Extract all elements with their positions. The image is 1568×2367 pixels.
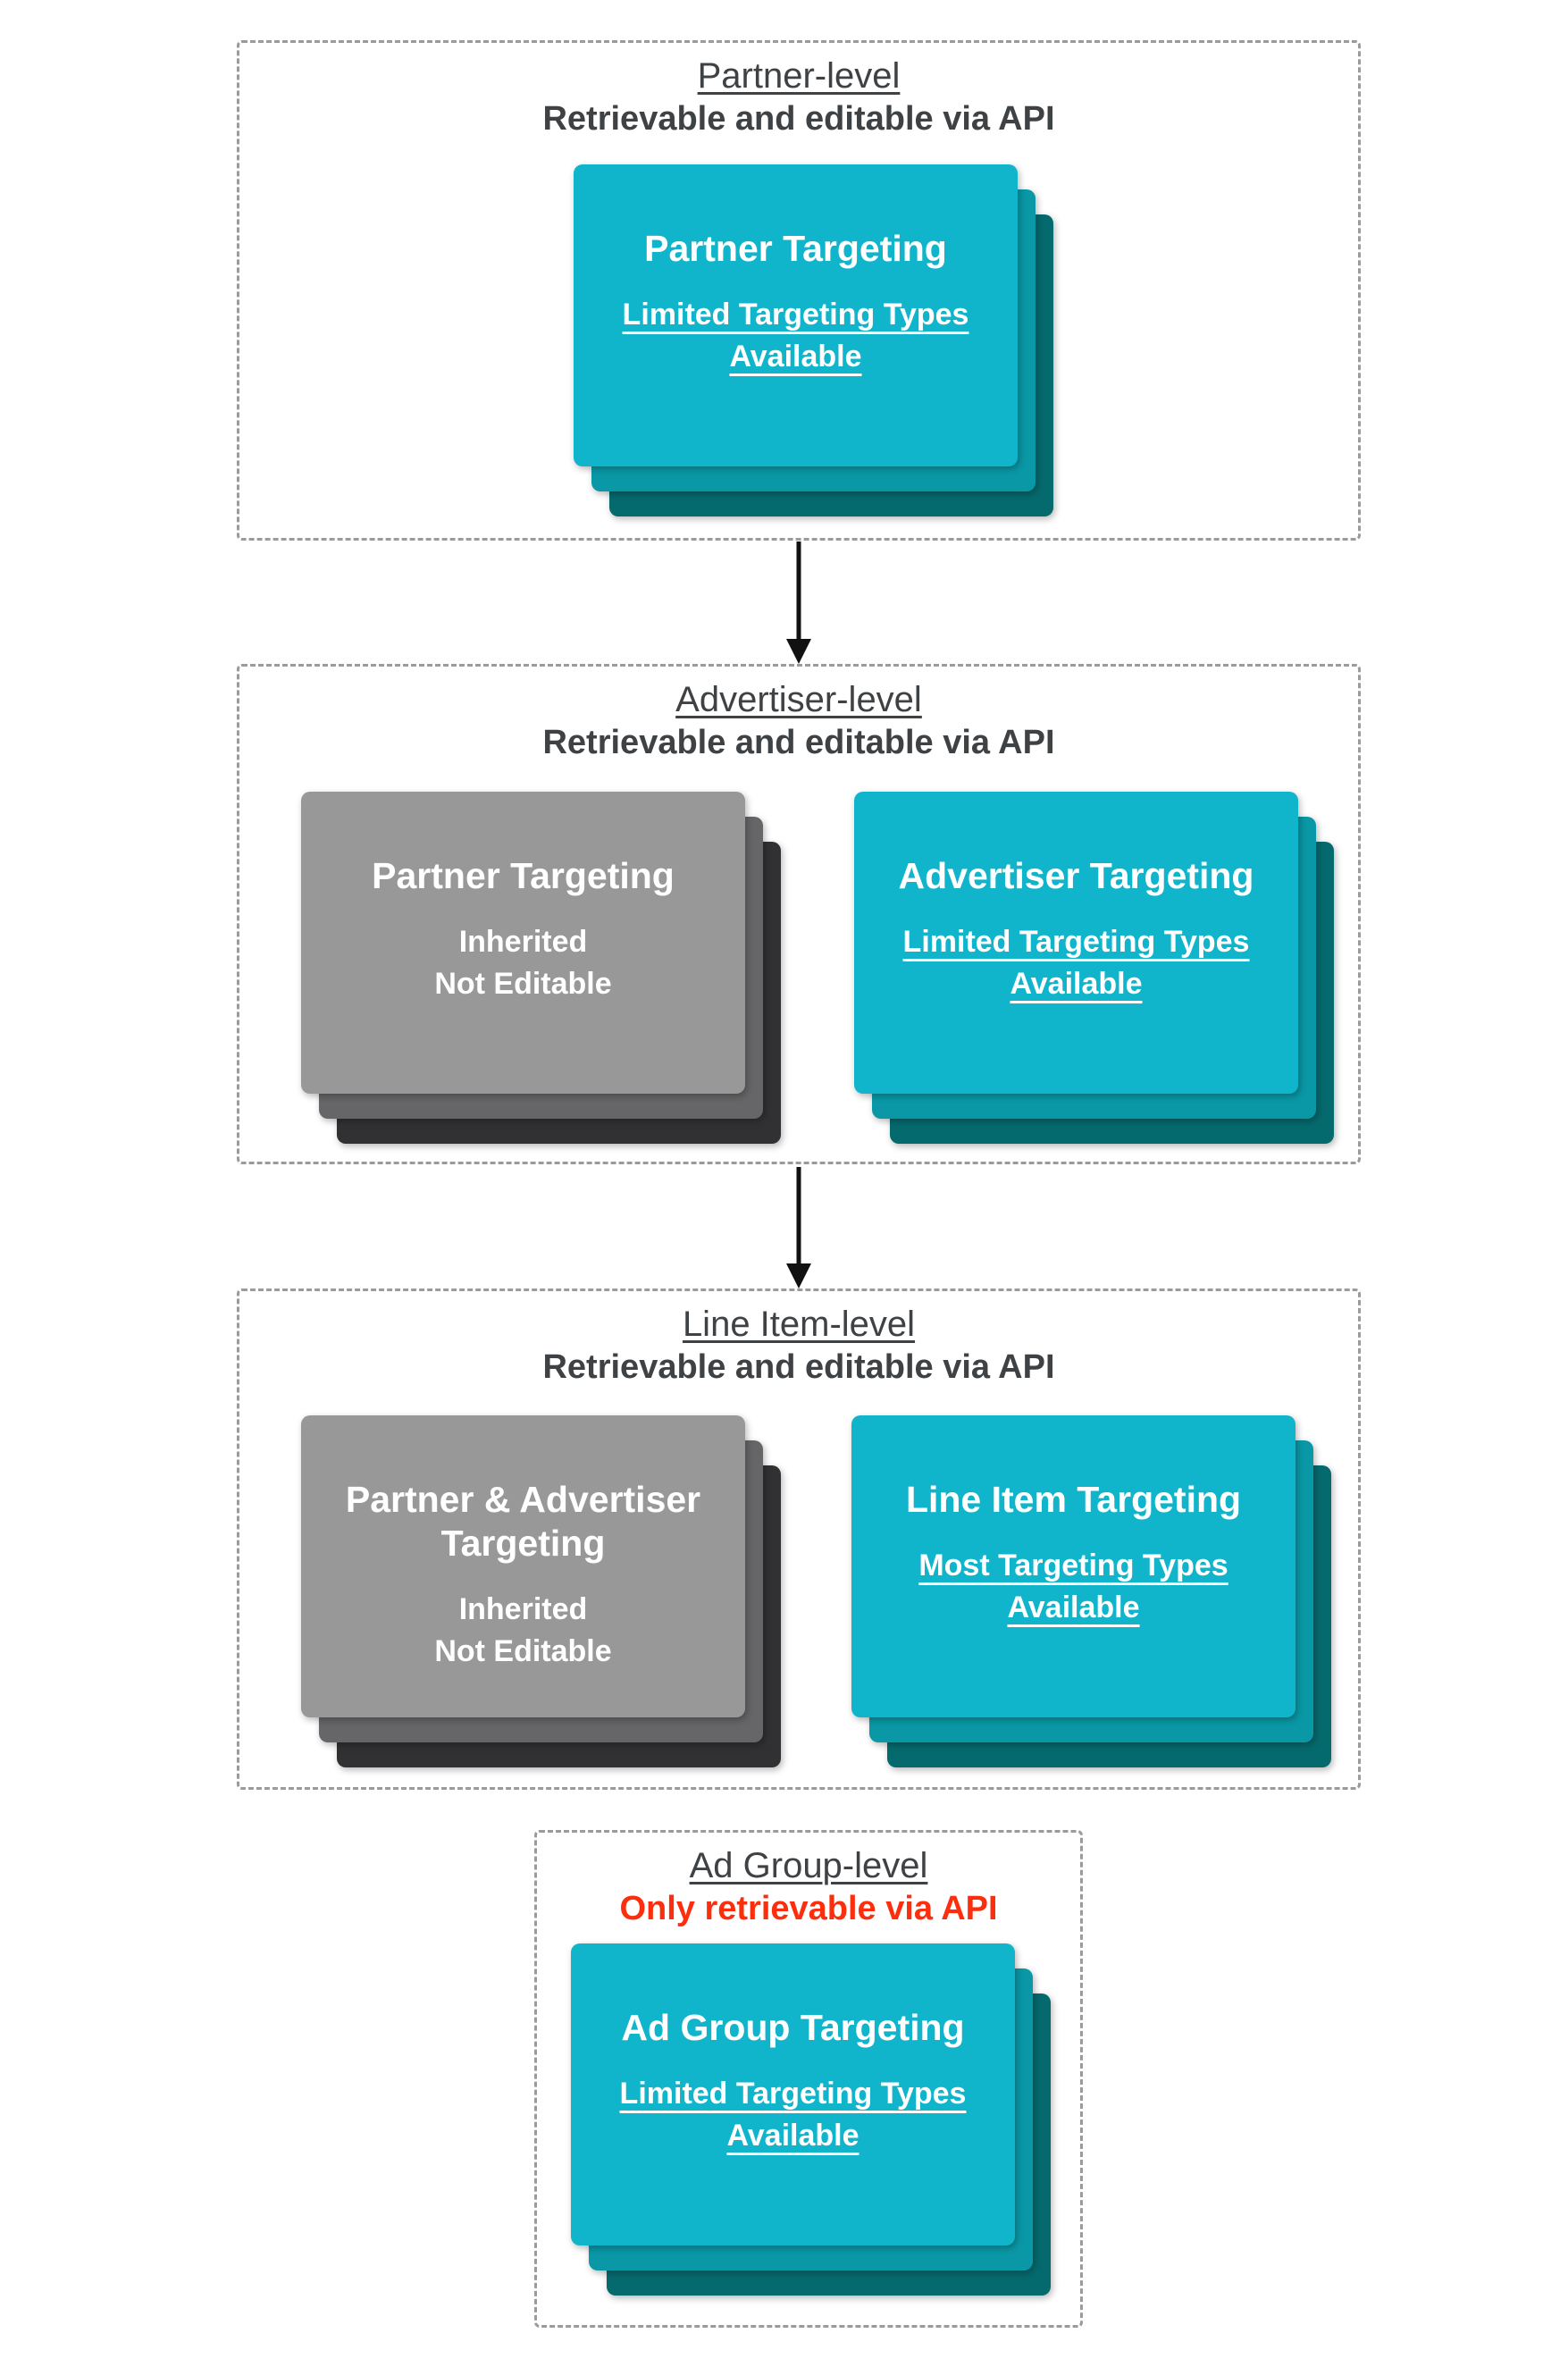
card-title: Partner Targeting (372, 855, 675, 896)
section-subtitle: Retrievable and editable via API (542, 1348, 1055, 1386)
arrow-shaft (796, 541, 801, 642)
arrow-shaft (796, 1167, 801, 1267)
card-note: Inherited Not Editable (434, 925, 612, 1001)
section-ad-group-level: Ad Group-level Only retrievable via API … (534, 1830, 1083, 2328)
card-stack-inherited-partner-advertiser-targeting: Partner & Advertiser Targeting Inherited… (301, 1415, 781, 1767)
card-title: Advertiser Targeting (898, 855, 1254, 896)
card-title: Partner Targeting (644, 228, 947, 269)
card-stack-ad-group-targeting: Ad Group Targeting Limited Targeting Typ… (571, 1943, 1051, 2296)
section-subtitle: Only retrievable via API (619, 1890, 998, 1927)
section-title: Line Item-level (682, 1305, 916, 1344)
card-note: Most Targeting Types Available (918, 1549, 1228, 1624)
down-arrow-partner-to-advertiser (785, 541, 812, 664)
section-line-item-level: Line Item-level Retrievable and editable… (237, 1288, 1361, 1790)
card-line-item-targeting: Line Item Targeting Most Targeting Types… (851, 1415, 1295, 1717)
card-stack-inherited-partner-targeting: Partner Targeting Inherited Not Editable (301, 792, 781, 1144)
card-note: Limited Targeting Types Available (619, 2077, 967, 2153)
card-note: Limited Targeting Types Available (902, 925, 1250, 1001)
card-stack-partner-targeting: Partner Targeting Limited Targeting Type… (574, 164, 1053, 516)
section-advertiser-level: Advertiser-level Retrievable and editabl… (237, 664, 1361, 1164)
section-subtitle: Retrievable and editable via API (542, 100, 1055, 138)
arrow-head-icon (786, 1263, 811, 1288)
card-stack-line-item-targeting: Line Item Targeting Most Targeting Types… (851, 1415, 1331, 1767)
card-note: Limited Targeting Types Available (622, 298, 969, 374)
card-partner-targeting-inherited: Partner Targeting Inherited Not Editable (301, 792, 745, 1094)
card-title: Line Item Targeting (905, 1479, 1242, 1520)
down-arrow-advertiser-to-line-item (785, 1167, 812, 1288)
card-partner-targeting: Partner Targeting Limited Targeting Type… (574, 164, 1018, 466)
section-partner-level: Partner-level Retrievable and editable v… (237, 40, 1361, 541)
card-stack-advertiser-targeting: Advertiser Targeting Limited Targeting T… (854, 792, 1334, 1144)
card-title: Partner & Advertiser Targeting (345, 1479, 701, 1564)
section-title: Partner-level (697, 56, 901, 96)
card-partner-advertiser-targeting-inherited: Partner & Advertiser Targeting Inherited… (301, 1415, 745, 1717)
card-title: Ad Group Targeting (621, 2007, 965, 2048)
section-subtitle: Retrievable and editable via API (542, 724, 1055, 761)
card-ad-group-targeting: Ad Group Targeting Limited Targeting Typ… (571, 1943, 1015, 2245)
card-advertiser-targeting: Advertiser Targeting Limited Targeting T… (854, 792, 1298, 1094)
section-title: Advertiser-level (675, 680, 922, 719)
arrow-head-icon (786, 639, 811, 664)
card-note: Inherited Not Editable (434, 1592, 612, 1668)
section-title: Ad Group-level (689, 1846, 928, 1885)
